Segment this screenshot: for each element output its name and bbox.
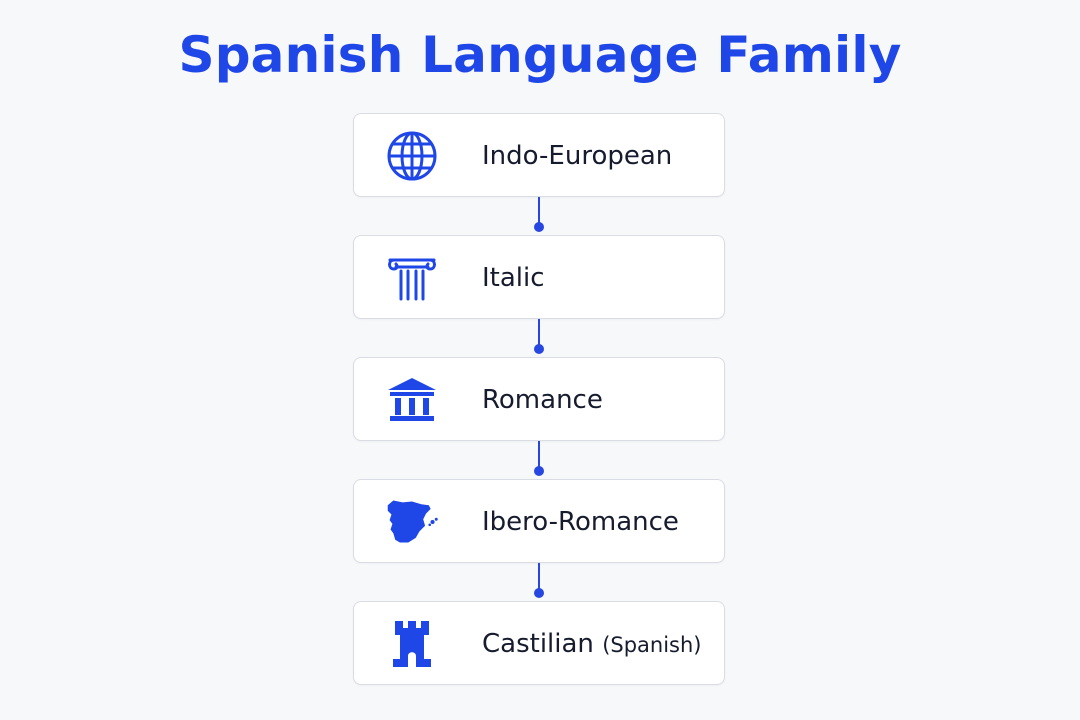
connector-line [538, 441, 540, 469]
node-label: Indo-European [482, 114, 672, 198]
node-label-text: Romance [482, 385, 603, 415]
node-sublabel-text: (Spanish) [602, 633, 702, 657]
node-label: Castilian (Spanish) [482, 602, 702, 686]
node-castilian: Castilian (Spanish) [353, 601, 725, 685]
diagram-title: Spanish Language Family [178, 26, 902, 84]
connector-line [538, 563, 540, 591]
connector-line [538, 197, 540, 225]
node-label-text: Indo-European [482, 141, 673, 171]
connector-dot [534, 588, 544, 598]
node-label: Romance [482, 358, 603, 442]
connector-dot [534, 344, 544, 354]
castle-tower-icon [384, 618, 440, 670]
classical-building-icon [384, 374, 440, 426]
node-label-text: Italic [482, 263, 545, 293]
connector-dot [534, 466, 544, 476]
globe-icon [384, 130, 440, 182]
node-label-text: Castilian [482, 629, 594, 659]
node-ibero-romance: Ibero-Romance [353, 479, 725, 563]
ionic-column-icon [384, 252, 440, 304]
node-italic: Italic [353, 235, 725, 319]
connector-line [538, 319, 540, 347]
node-label: Ibero-Romance [482, 480, 679, 564]
iberian-peninsula-map-icon [384, 496, 440, 548]
node-indo-european: Indo-European [353, 113, 725, 197]
node-label: Italic [482, 236, 545, 320]
connector-dot [534, 222, 544, 232]
node-romance: Romance [353, 357, 725, 441]
node-label-text: Ibero-Romance [482, 507, 679, 537]
